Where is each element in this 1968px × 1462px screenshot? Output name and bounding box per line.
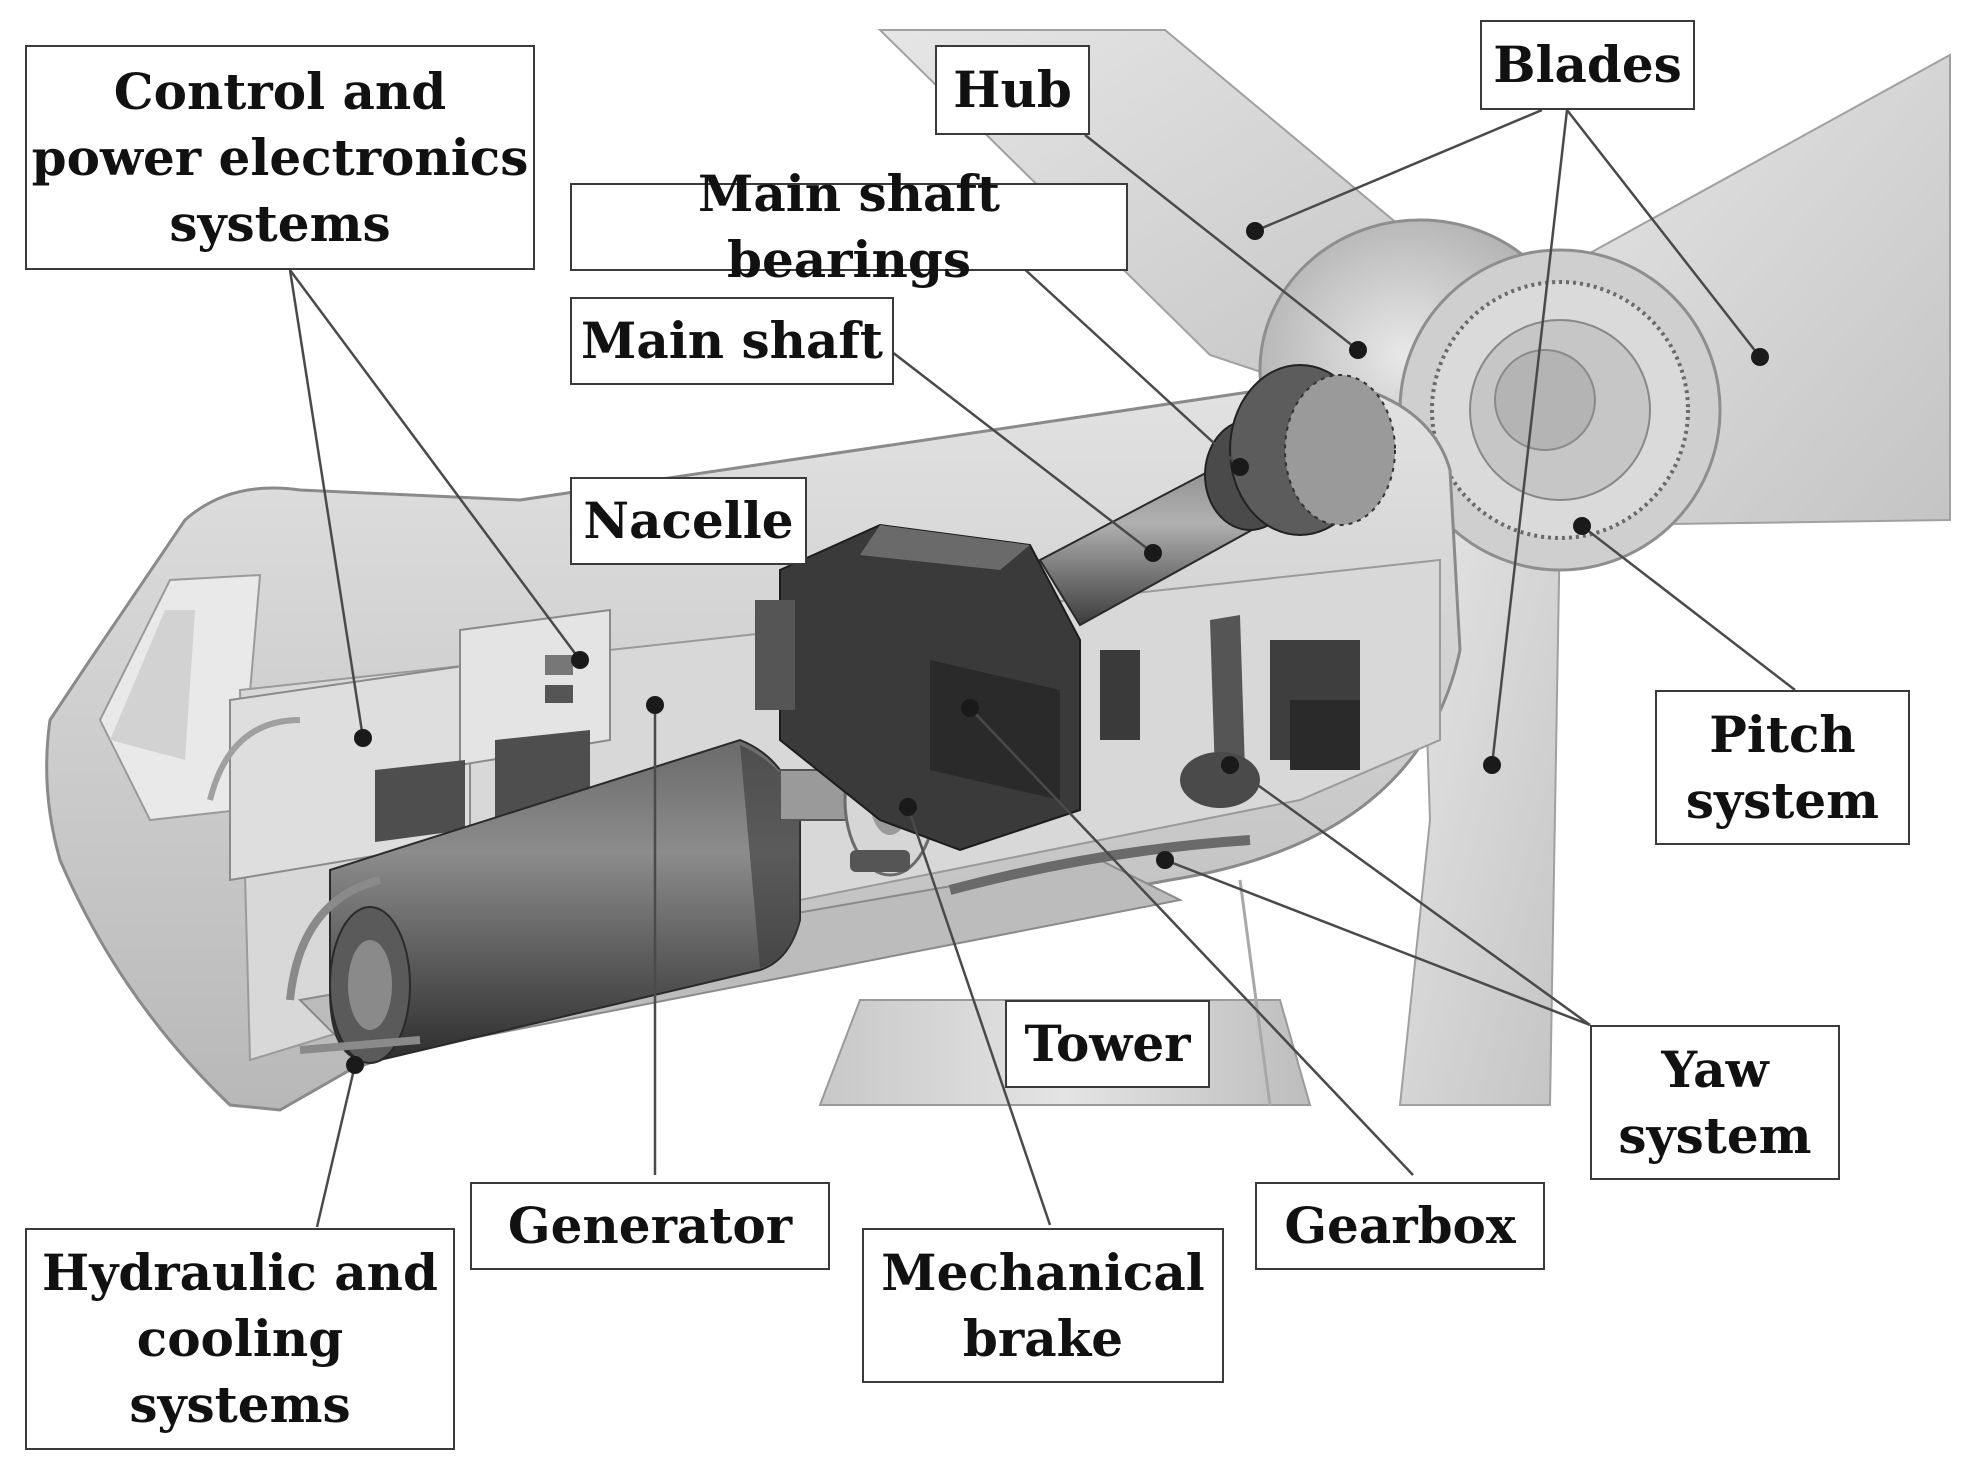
label-hydraulic-cooling: Hydraulic and cooling systems — [25, 1228, 455, 1450]
leader-dots — [346, 222, 1769, 1074]
gearbox-shape — [755, 523, 1081, 852]
hydraulic-pipes-shape — [207, 717, 421, 1054]
label-generator: Generator — [470, 1182, 830, 1270]
label-tower: Tower — [1005, 1000, 1210, 1088]
label-hub: Hub — [935, 45, 1090, 135]
label-gearbox: Gearbox — [1255, 1182, 1545, 1270]
label-pitch-system: Pitch system — [1655, 690, 1910, 845]
label-mechanical-brake: Mechanical brake — [862, 1228, 1224, 1383]
label-yaw-system: Yaw system — [1590, 1025, 1840, 1180]
main-shaft-shape — [1038, 364, 1396, 627]
label-blades: Blades — [1480, 20, 1695, 110]
leader-lines — [288, 108, 1796, 1228]
yaw-components-shape — [948, 615, 1360, 895]
label-main-shaft-bearings: Main shaft bearings — [570, 164, 1128, 289]
label-nacelle: Nacelle — [570, 477, 807, 565]
label-control-power-electronics: Control and power electronics systems — [25, 45, 535, 270]
label-main-shaft: Main shaft — [570, 297, 894, 385]
